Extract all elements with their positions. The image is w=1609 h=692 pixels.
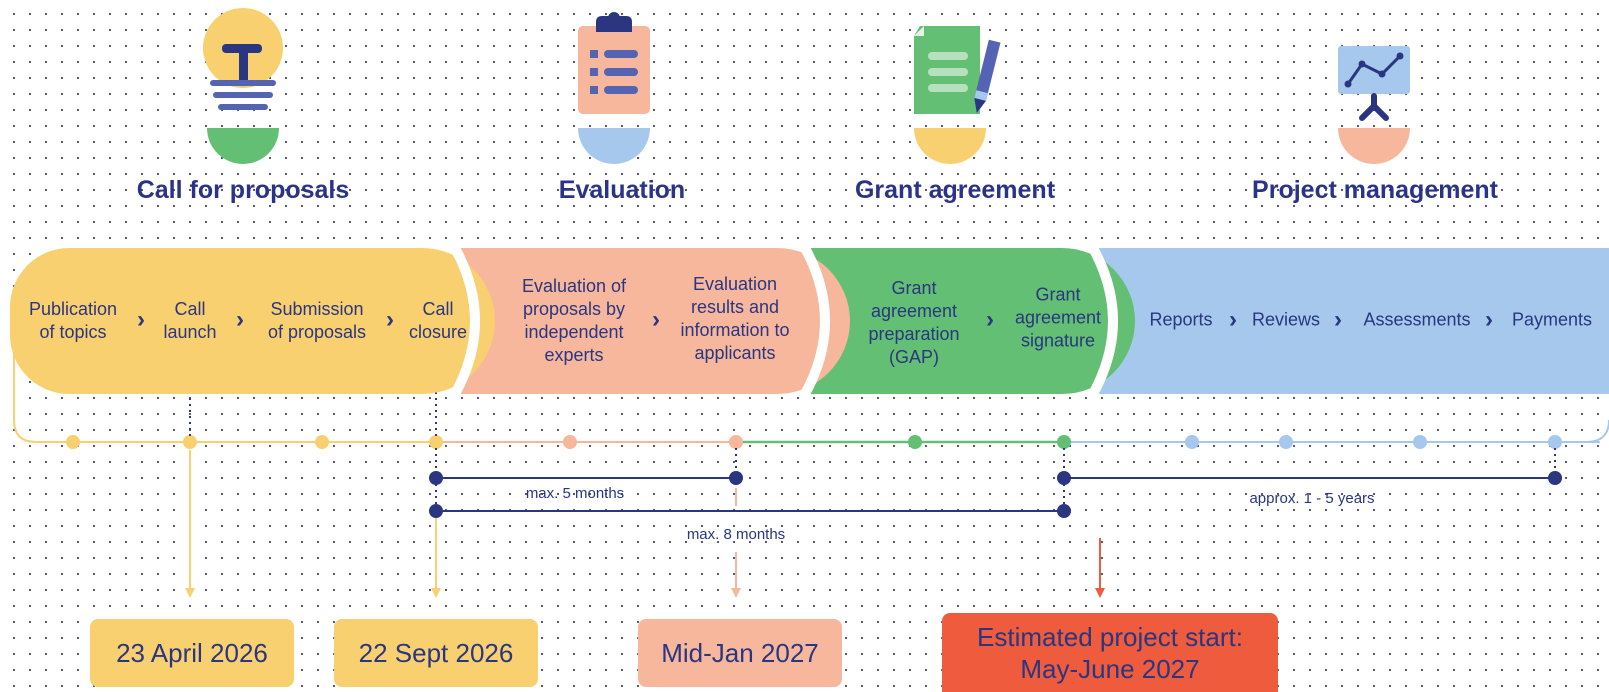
clipboard-icon — [578, 12, 650, 164]
chevron-right-icon: › — [386, 306, 394, 333]
timeline-dot — [1279, 435, 1293, 449]
chevron-right-icon: › — [652, 306, 660, 333]
date-call-closure: 22 Sept 2026 — [334, 619, 538, 687]
chevron-right-icon: › — [1334, 306, 1342, 333]
band-grant-agreement — [805, 248, 1135, 394]
timeline-dot — [563, 435, 577, 449]
step-call-launch: Call launch — [163, 299, 217, 342]
timeline-dot — [908, 435, 922, 449]
timeline-dot — [315, 435, 329, 449]
presentation-board-icon — [1338, 46, 1410, 164]
timeline-dot — [1057, 435, 1071, 449]
phase-title-evaluation: Evaluation — [558, 176, 686, 204]
band-project-management — [1093, 248, 1609, 394]
timeline-dot — [1185, 435, 1199, 449]
step-payments: Payments — [1511, 309, 1593, 330]
step-reports: Reports — [1149, 309, 1213, 330]
date-evaluation-results: Mid-Jan 2027 — [638, 619, 842, 687]
step-submission: Submission of proposals — [267, 299, 367, 342]
timeline-dot — [66, 435, 80, 449]
step-evaluation-results: Evaluation results and information to ap… — [680, 274, 790, 363]
timeline-dot — [183, 435, 197, 449]
timeline-dot — [429, 435, 443, 449]
lightbulb-icon — [203, 8, 283, 164]
date-project-start: Estimated project start: May-June 2027 — [942, 613, 1278, 692]
step-publication: Publication of topics — [28, 299, 118, 342]
timeline-dot — [729, 435, 743, 449]
timeline-dot — [1413, 435, 1427, 449]
step-call-closure: Call closure — [408, 299, 468, 342]
chevron-right-icon: › — [1229, 306, 1237, 333]
chevron-right-icon: › — [137, 306, 145, 333]
step-reviews: Reviews — [1251, 309, 1321, 330]
phase-title-call: Call for proposals — [136, 176, 350, 204]
step-ga-preparation: Grant agreement preparation (GAP) — [868, 278, 960, 367]
date-call-launch: 23 April 2026 — [90, 619, 294, 687]
phase-title-project: Project management — [1252, 176, 1498, 204]
band-call-for-proposals — [10, 248, 495, 394]
chevron-right-icon: › — [236, 306, 244, 333]
timeline-dot — [1548, 435, 1562, 449]
band-evaluation — [455, 248, 850, 394]
duration-evaluation: max. 5 months — [525, 485, 625, 502]
chevron-right-icon: › — [1485, 306, 1493, 333]
step-ga-signature: Grant agreement signature — [1014, 284, 1102, 351]
duration-grant: max. 8 months — [686, 526, 786, 543]
chevron-right-icon: › — [986, 306, 994, 333]
duration-project: approx. 1 - 5 years — [1249, 490, 1375, 507]
step-assessments: Assessments — [1363, 309, 1471, 330]
document-pen-icon — [914, 26, 1001, 164]
phase-title-grant: Grant agreement — [854, 176, 1056, 204]
step-evaluation-proposals: Evaluation of proposals by independent e… — [521, 276, 627, 365]
